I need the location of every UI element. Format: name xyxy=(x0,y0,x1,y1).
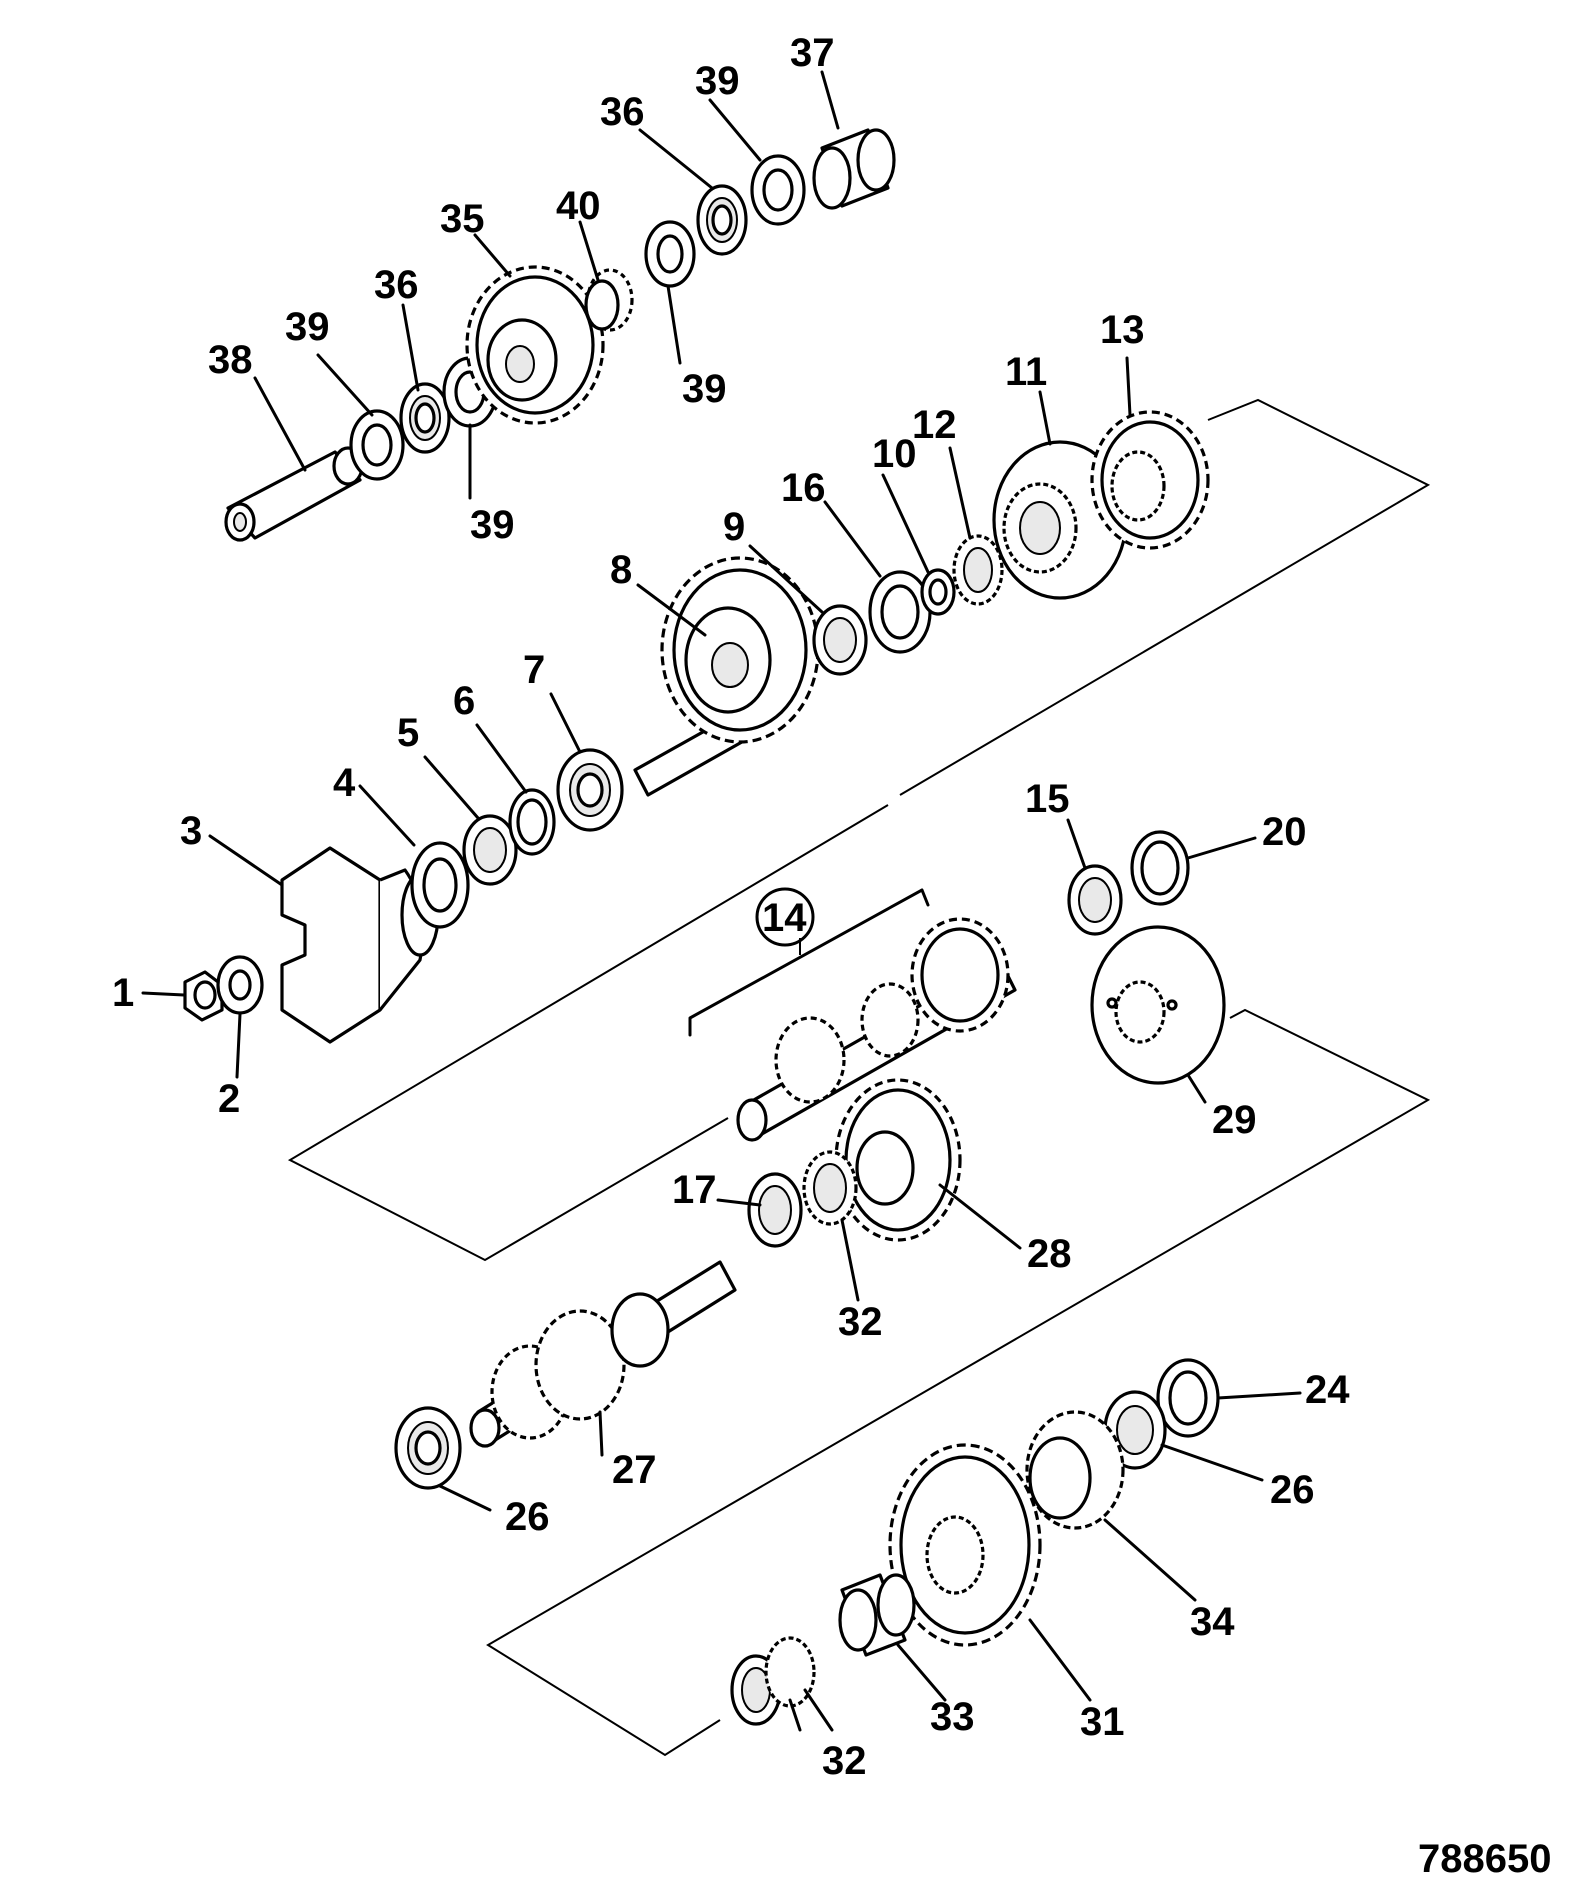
sleeve-37 xyxy=(812,128,896,210)
gear-35 xyxy=(465,265,605,425)
callout-7: 7 xyxy=(523,648,545,692)
callout-13: 13 xyxy=(1100,308,1145,352)
gear-28 xyxy=(834,1078,962,1242)
bearing-7 xyxy=(556,748,624,832)
clutch-29 xyxy=(1090,925,1226,1085)
callout-20: 20 xyxy=(1262,810,1307,854)
callout-5: 5 xyxy=(397,711,419,755)
washer-2 xyxy=(216,955,264,1015)
leader-lines xyxy=(141,70,1302,1732)
callout-32-b: 32 xyxy=(822,1739,867,1783)
callout-17: 17 xyxy=(672,1168,717,1212)
callout-29: 29 xyxy=(1212,1098,1257,1142)
seal-4 xyxy=(410,841,470,929)
bearing-32-a xyxy=(802,1150,858,1226)
nut-1 xyxy=(183,970,224,1022)
ring-24 xyxy=(1156,1358,1220,1438)
gear-40 xyxy=(584,268,634,332)
bearing-26-a xyxy=(394,1406,462,1490)
callout-32-a: 32 xyxy=(838,1300,883,1344)
bearing-36-a xyxy=(399,382,451,454)
callout-8: 8 xyxy=(610,548,632,592)
callout-39-d: 39 xyxy=(695,59,740,103)
bearing-17 xyxy=(747,1172,803,1248)
callout-31: 31 xyxy=(1080,1700,1125,1744)
callout-34: 34 xyxy=(1190,1600,1235,1644)
bushing-33 xyxy=(838,1573,916,1657)
callout-28: 28 xyxy=(1027,1232,1072,1276)
ring-6 xyxy=(508,788,556,856)
callout-36-b: 36 xyxy=(600,90,645,134)
washer-39-c xyxy=(644,220,696,288)
assembly-boundary-lower xyxy=(486,1008,1431,1757)
gear-34 xyxy=(1025,1410,1125,1530)
callout-40: 40 xyxy=(556,184,601,228)
callout-39-b: 39 xyxy=(470,503,515,547)
drawing-reference-number: 788650 xyxy=(1418,1837,1551,1881)
ring-10 xyxy=(920,568,956,616)
callout-12: 12 xyxy=(912,403,957,447)
callout-14: 14 xyxy=(762,896,807,940)
assembly-boundary-upper xyxy=(287,398,1431,1262)
callout-24: 24 xyxy=(1305,1368,1350,1412)
callout-27: 27 xyxy=(612,1448,657,1492)
callout-labels: 1 2 3 4 5 6 7 8 9 10 11 12 13 14 15 16 1… xyxy=(112,31,1350,1783)
callout-39-a: 39 xyxy=(285,305,330,349)
circled-callout-14 xyxy=(755,887,815,947)
callout-38: 38 xyxy=(208,338,253,382)
pin-38 xyxy=(224,446,364,542)
callout-6: 6 xyxy=(453,679,475,723)
callout-3: 3 xyxy=(180,809,202,853)
callout-10: 10 xyxy=(872,432,917,476)
gear-31 xyxy=(888,1443,1042,1647)
shaft-27 xyxy=(469,1260,737,1448)
callout-16: 16 xyxy=(781,466,826,510)
callout-36-a: 36 xyxy=(374,263,419,307)
callout-11: 11 xyxy=(1005,350,1047,394)
callout-1: 1 xyxy=(112,971,134,1015)
callout-33: 33 xyxy=(930,1695,975,1739)
callout-26-b: 26 xyxy=(1270,1468,1315,1512)
callout-4: 4 xyxy=(333,761,356,805)
callout-2: 2 xyxy=(218,1077,240,1121)
washer-39-d xyxy=(750,154,806,226)
callout-39-c: 39 xyxy=(682,367,727,411)
callout-15: 15 xyxy=(1025,777,1070,821)
bearing-12 xyxy=(952,534,1004,606)
bearing-36-b xyxy=(696,184,748,256)
callout-37: 37 xyxy=(790,31,835,75)
callout-35: 35 xyxy=(440,197,485,241)
shaft-gear-8 xyxy=(633,556,820,797)
gear-13 xyxy=(1090,410,1210,550)
bearing-9 xyxy=(812,604,868,676)
ring-20 xyxy=(1130,830,1190,906)
washer-39-a xyxy=(349,409,405,481)
countershaft-14 xyxy=(736,917,1017,1142)
callout-9: 9 xyxy=(723,505,745,549)
callout-26-a: 26 xyxy=(505,1495,550,1539)
ring-16 xyxy=(868,570,932,654)
bearing-15 xyxy=(1067,864,1123,936)
bearing-32-b xyxy=(730,1636,816,1726)
bearing-5 xyxy=(462,814,518,886)
